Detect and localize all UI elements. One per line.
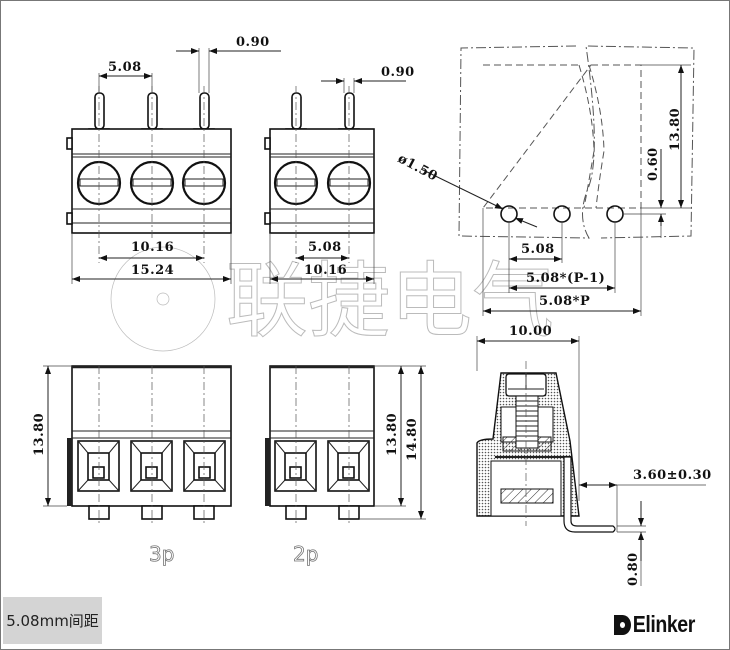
- front-view-2p: 13.80 14.80 2p: [265, 365, 426, 566]
- dim-total-height-2p: 14.80: [405, 418, 420, 461]
- brand-name: Elinker: [632, 611, 696, 637]
- dim-span-p-minus-1: 5.08*(P-1): [526, 271, 605, 286]
- caption-2p: 2p: [293, 542, 318, 566]
- dim-pitch-pcb: 5.08: [521, 242, 555, 257]
- top-view-3p: 5.08 0.90 10.16 15.24: [66, 35, 281, 284]
- caption-3p: 3p: [149, 542, 174, 566]
- watermark-text: 联捷电气: [226, 254, 554, 349]
- dim-height-3p: 13.80: [32, 413, 47, 456]
- dim-pin-length: 3.60±0.30: [633, 468, 712, 483]
- dim-hole-diameter: ø1.50: [395, 151, 440, 184]
- dim-depth: 10.00: [509, 324, 552, 339]
- pitch-label: 5.08mm间距: [3, 597, 102, 644]
- wire-entries: [77, 440, 226, 492]
- dim-pitch-2p: 5.08: [308, 240, 342, 255]
- dim-pitch: 5.08: [108, 60, 142, 75]
- dim-height: 13.80: [668, 108, 683, 151]
- dim-overall-width-2p: 10.16: [304, 263, 347, 278]
- brand-logo: Elinker: [614, 611, 695, 638]
- logo-icon: [614, 614, 631, 635]
- housing: [71, 128, 232, 234]
- top-view-2p: 0.90 5.08 10.16: [264, 65, 415, 284]
- watermark: 联捷电气: [110, 246, 555, 352]
- dim-offset: 0.60: [646, 147, 661, 181]
- dim-pin-thickness: 0.80: [626, 552, 641, 586]
- dim-span-p: 5.08*P: [539, 294, 590, 309]
- dim-height-2p: 13.80: [385, 413, 400, 456]
- front-view-3p: 13.80 3p: [32, 365, 232, 566]
- dim-overall-width: 15.24: [131, 263, 174, 278]
- dim-pin-width-2p: 0.90: [381, 65, 415, 80]
- dim-inner-span: 10.16: [131, 240, 174, 255]
- dim-pin-width: 0.90: [236, 35, 270, 50]
- side-view: 10.00 3.60±0.30 0.80: [476, 324, 712, 586]
